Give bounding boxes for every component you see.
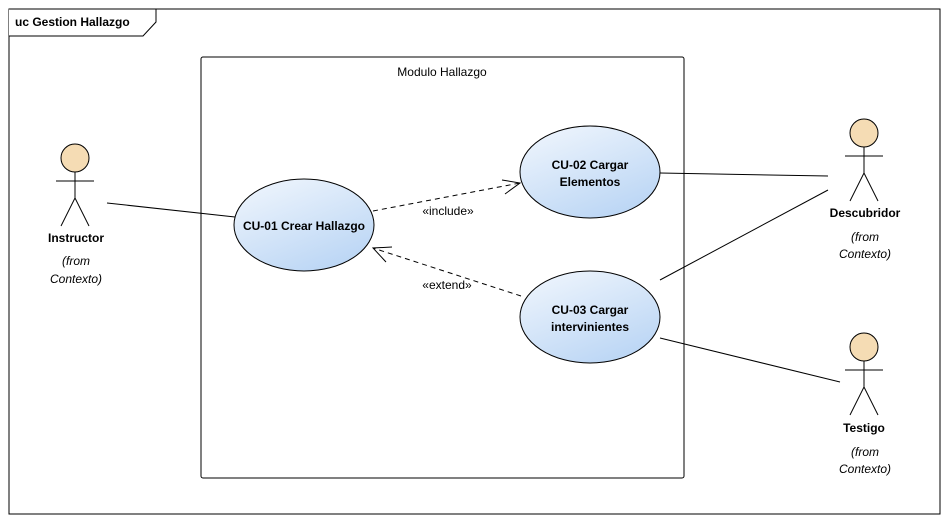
use-case-cu01-label: CU-01 Crear Hallazgo xyxy=(243,219,365,233)
actor-testigo-name: Testigo xyxy=(843,421,885,435)
include-line xyxy=(372,182,521,212)
include-label: «include» xyxy=(422,204,474,218)
use-case-cu02[interactable]: CU-02 Cargar Elementos xyxy=(519,125,661,219)
include-relation xyxy=(372,179,522,212)
association-instructor-uc01 xyxy=(106,202,236,218)
association-uc02-descubridor xyxy=(659,172,829,177)
extend-label: «extend» xyxy=(422,278,472,292)
associations xyxy=(106,172,841,383)
actor-descubridor-from: (from xyxy=(851,230,879,244)
actor-instructor-from: (from xyxy=(62,254,90,268)
actor-descubridor[interactable]: Descubridor (from Contexto) xyxy=(830,118,901,261)
extend-relation xyxy=(371,246,522,297)
actor-instructor-name: Instructor xyxy=(48,231,104,245)
extend-arrowhead xyxy=(371,246,393,263)
association-uc03-descubridor xyxy=(659,189,829,281)
include-arrowhead xyxy=(501,179,522,195)
actor-testigo-icon xyxy=(845,332,883,416)
boundary-title: Modulo Hallazgo xyxy=(397,65,487,79)
use-case-cu01[interactable]: CU-01 Crear Hallazgo xyxy=(233,178,375,272)
use-case-cu03-label-line1: CU-03 Cargar xyxy=(552,303,629,317)
actor-descubridor-icon xyxy=(845,118,883,202)
frame-tab xyxy=(9,8,157,37)
actor-instructor-icon xyxy=(56,143,94,227)
use-case-cu03-label-line2: intervinientes xyxy=(551,320,629,334)
association-uc03-testigo xyxy=(659,337,841,383)
actor-instructor-context: Contexto) xyxy=(50,272,102,286)
use-case-cu02-label-line1: CU-02 Cargar xyxy=(552,158,629,172)
actor-instructor[interactable]: Instructor (from Contexto) xyxy=(48,143,104,286)
actor-descubridor-name: Descubridor xyxy=(830,206,901,220)
actor-descubridor-context: Contexto) xyxy=(839,247,891,261)
system-boundary: Modulo Hallazgo xyxy=(200,56,685,479)
extend-line xyxy=(372,247,522,297)
actor-testigo-context: Contexto) xyxy=(839,462,891,476)
use-case-cu03[interactable]: CU-03 Cargar intervinientes xyxy=(519,270,661,364)
use-case-cu02-label-line2: Elementos xyxy=(560,175,621,189)
frame-title: uc Gestion Hallazgo xyxy=(15,15,130,29)
actor-testigo[interactable]: Testigo (from Contexto) xyxy=(839,332,891,476)
actor-testigo-from: (from xyxy=(851,445,879,459)
